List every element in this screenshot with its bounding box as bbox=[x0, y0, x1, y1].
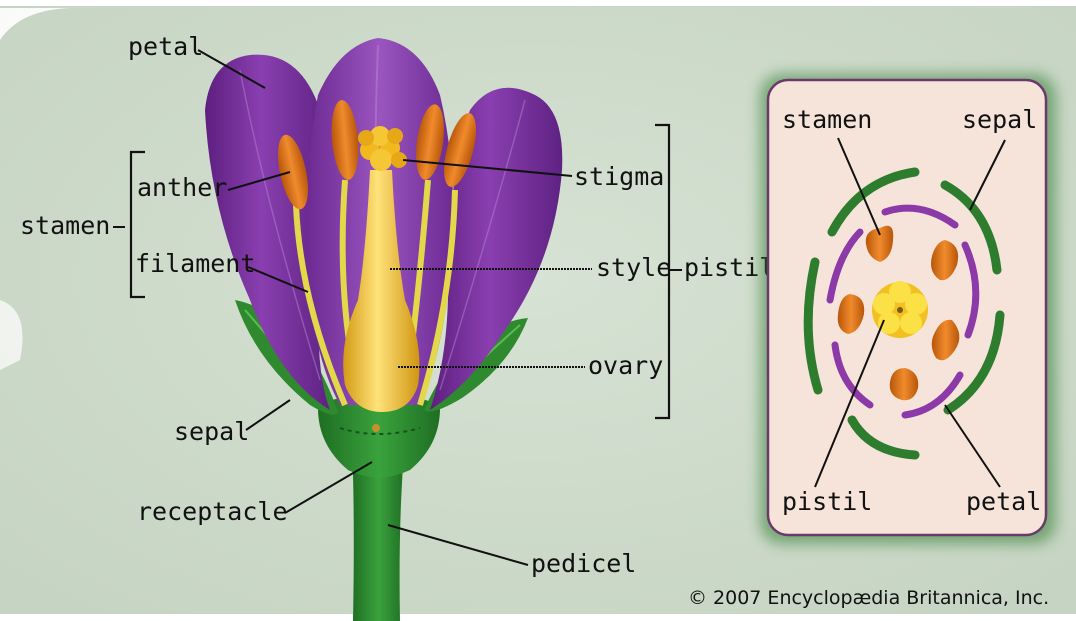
label-stigma: stigma bbox=[574, 162, 664, 191]
label-receptacle: receptacle bbox=[137, 497, 288, 526]
label-ovary: ovary bbox=[588, 351, 663, 380]
receptacle-dot bbox=[372, 424, 380, 432]
label-pedicel: pedicel bbox=[531, 549, 636, 578]
top-border bbox=[0, 0, 1076, 6]
label-filament: filament bbox=[135, 249, 255, 278]
panel-label-pistil: pistil bbox=[782, 487, 872, 516]
label-sepal: sepal bbox=[174, 417, 249, 446]
bottom-border bbox=[0, 614, 1076, 621]
cross-section-panel: stamen sepal pistil petal bbox=[760, 74, 1056, 544]
label-petal: petal bbox=[128, 32, 203, 61]
panel-label-stamen: stamen bbox=[782, 105, 872, 134]
label-style: style bbox=[596, 253, 671, 282]
panel-label-petal: petal bbox=[966, 487, 1041, 516]
copyright-notice: © 2007 Encyclopædia Britannica, Inc. bbox=[688, 587, 1049, 609]
label-anther: anther bbox=[137, 173, 227, 202]
label-stamen: stamen bbox=[20, 211, 110, 240]
panel-label-sepal: sepal bbox=[962, 105, 1037, 134]
